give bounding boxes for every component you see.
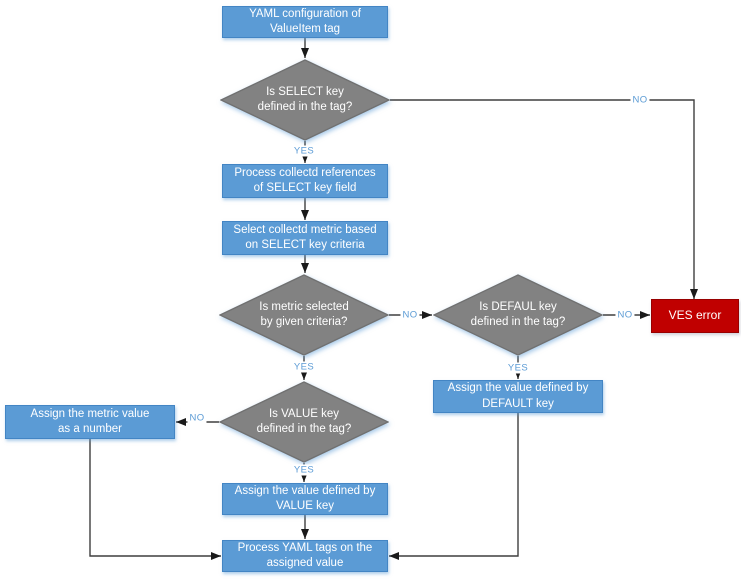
connector-assign-metric-to-process-yaml bbox=[89, 439, 221, 560]
node-start: YAML configuration of ValueItem tag bbox=[222, 6, 388, 38]
node-select-decision-label: Is SELECT key defined in the tag? bbox=[257, 85, 353, 114]
branch-label-yes-value: YES bbox=[291, 464, 317, 476]
diamond-shape bbox=[433, 274, 603, 356]
node-assign-value: Assign the value defined by VALUE key bbox=[222, 483, 388, 515]
branch-label-no-value: NO bbox=[187, 412, 207, 424]
node-select-metric: Select collectd metric based on SELECT k… bbox=[222, 221, 388, 255]
branch-label-no-select: NO bbox=[630, 94, 650, 106]
node-assign-default-label: Assign the value defined by DEFAULT key bbox=[447, 382, 589, 410]
branch-label-yes-default: YES bbox=[505, 362, 531, 374]
node-assign-metric-number-label: Assign the metric value as a number bbox=[30, 407, 150, 436]
node-select-metric-label: Select collectd metric based on SELECT k… bbox=[233, 223, 377, 252]
node-process-references-label: Process collectd references of SELECT ke… bbox=[234, 166, 376, 195]
branch-label-no-default: NO bbox=[615, 309, 635, 321]
node-default-decision: Is DEFAUL key defined in the tag? bbox=[433, 274, 603, 356]
node-value-decision-label: Is VALUE key defined in the tag? bbox=[256, 407, 352, 436]
connector-assign-default-to-process-yaml bbox=[389, 413, 519, 560]
diamond-shape bbox=[220, 59, 390, 141]
node-start-label: YAML configuration of ValueItem tag bbox=[249, 7, 361, 36]
diamond-shape bbox=[219, 274, 389, 356]
diamond-shape bbox=[219, 381, 389, 463]
node-ves-error: VES error bbox=[651, 299, 739, 333]
node-default-decision-label: Is DEFAUL key defined in the tag? bbox=[470, 300, 566, 329]
connector-select-no-to-ves-error bbox=[390, 99, 698, 299]
node-select-decision: Is SELECT key defined in the tag? bbox=[220, 59, 390, 141]
node-value-decision: Is VALUE key defined in the tag? bbox=[219, 381, 389, 463]
node-ves-error-label: VES error bbox=[668, 308, 722, 323]
node-process-yaml-tags-label: Process YAML tags on the assigned value bbox=[237, 541, 373, 570]
node-metric-decision-label: Is metric selected by given criteria? bbox=[259, 300, 349, 329]
node-process-references: Process collectd references of SELECT ke… bbox=[222, 164, 388, 198]
node-assign-metric-number: Assign the metric value as a number bbox=[5, 405, 175, 439]
branch-label-yes-metric: YES bbox=[291, 361, 317, 373]
branch-label-no-metric: NO bbox=[400, 309, 420, 321]
node-assign-value-label: Assign the value defined by VALUE key bbox=[234, 484, 376, 513]
node-metric-decision: Is metric selected by given criteria? bbox=[219, 274, 389, 356]
node-assign-default: Assign the value defined by DEFAULT key bbox=[433, 380, 603, 413]
node-process-yaml-tags: Process YAML tags on the assigned value bbox=[222, 540, 388, 572]
branch-label-yes-select: YES bbox=[291, 145, 317, 157]
